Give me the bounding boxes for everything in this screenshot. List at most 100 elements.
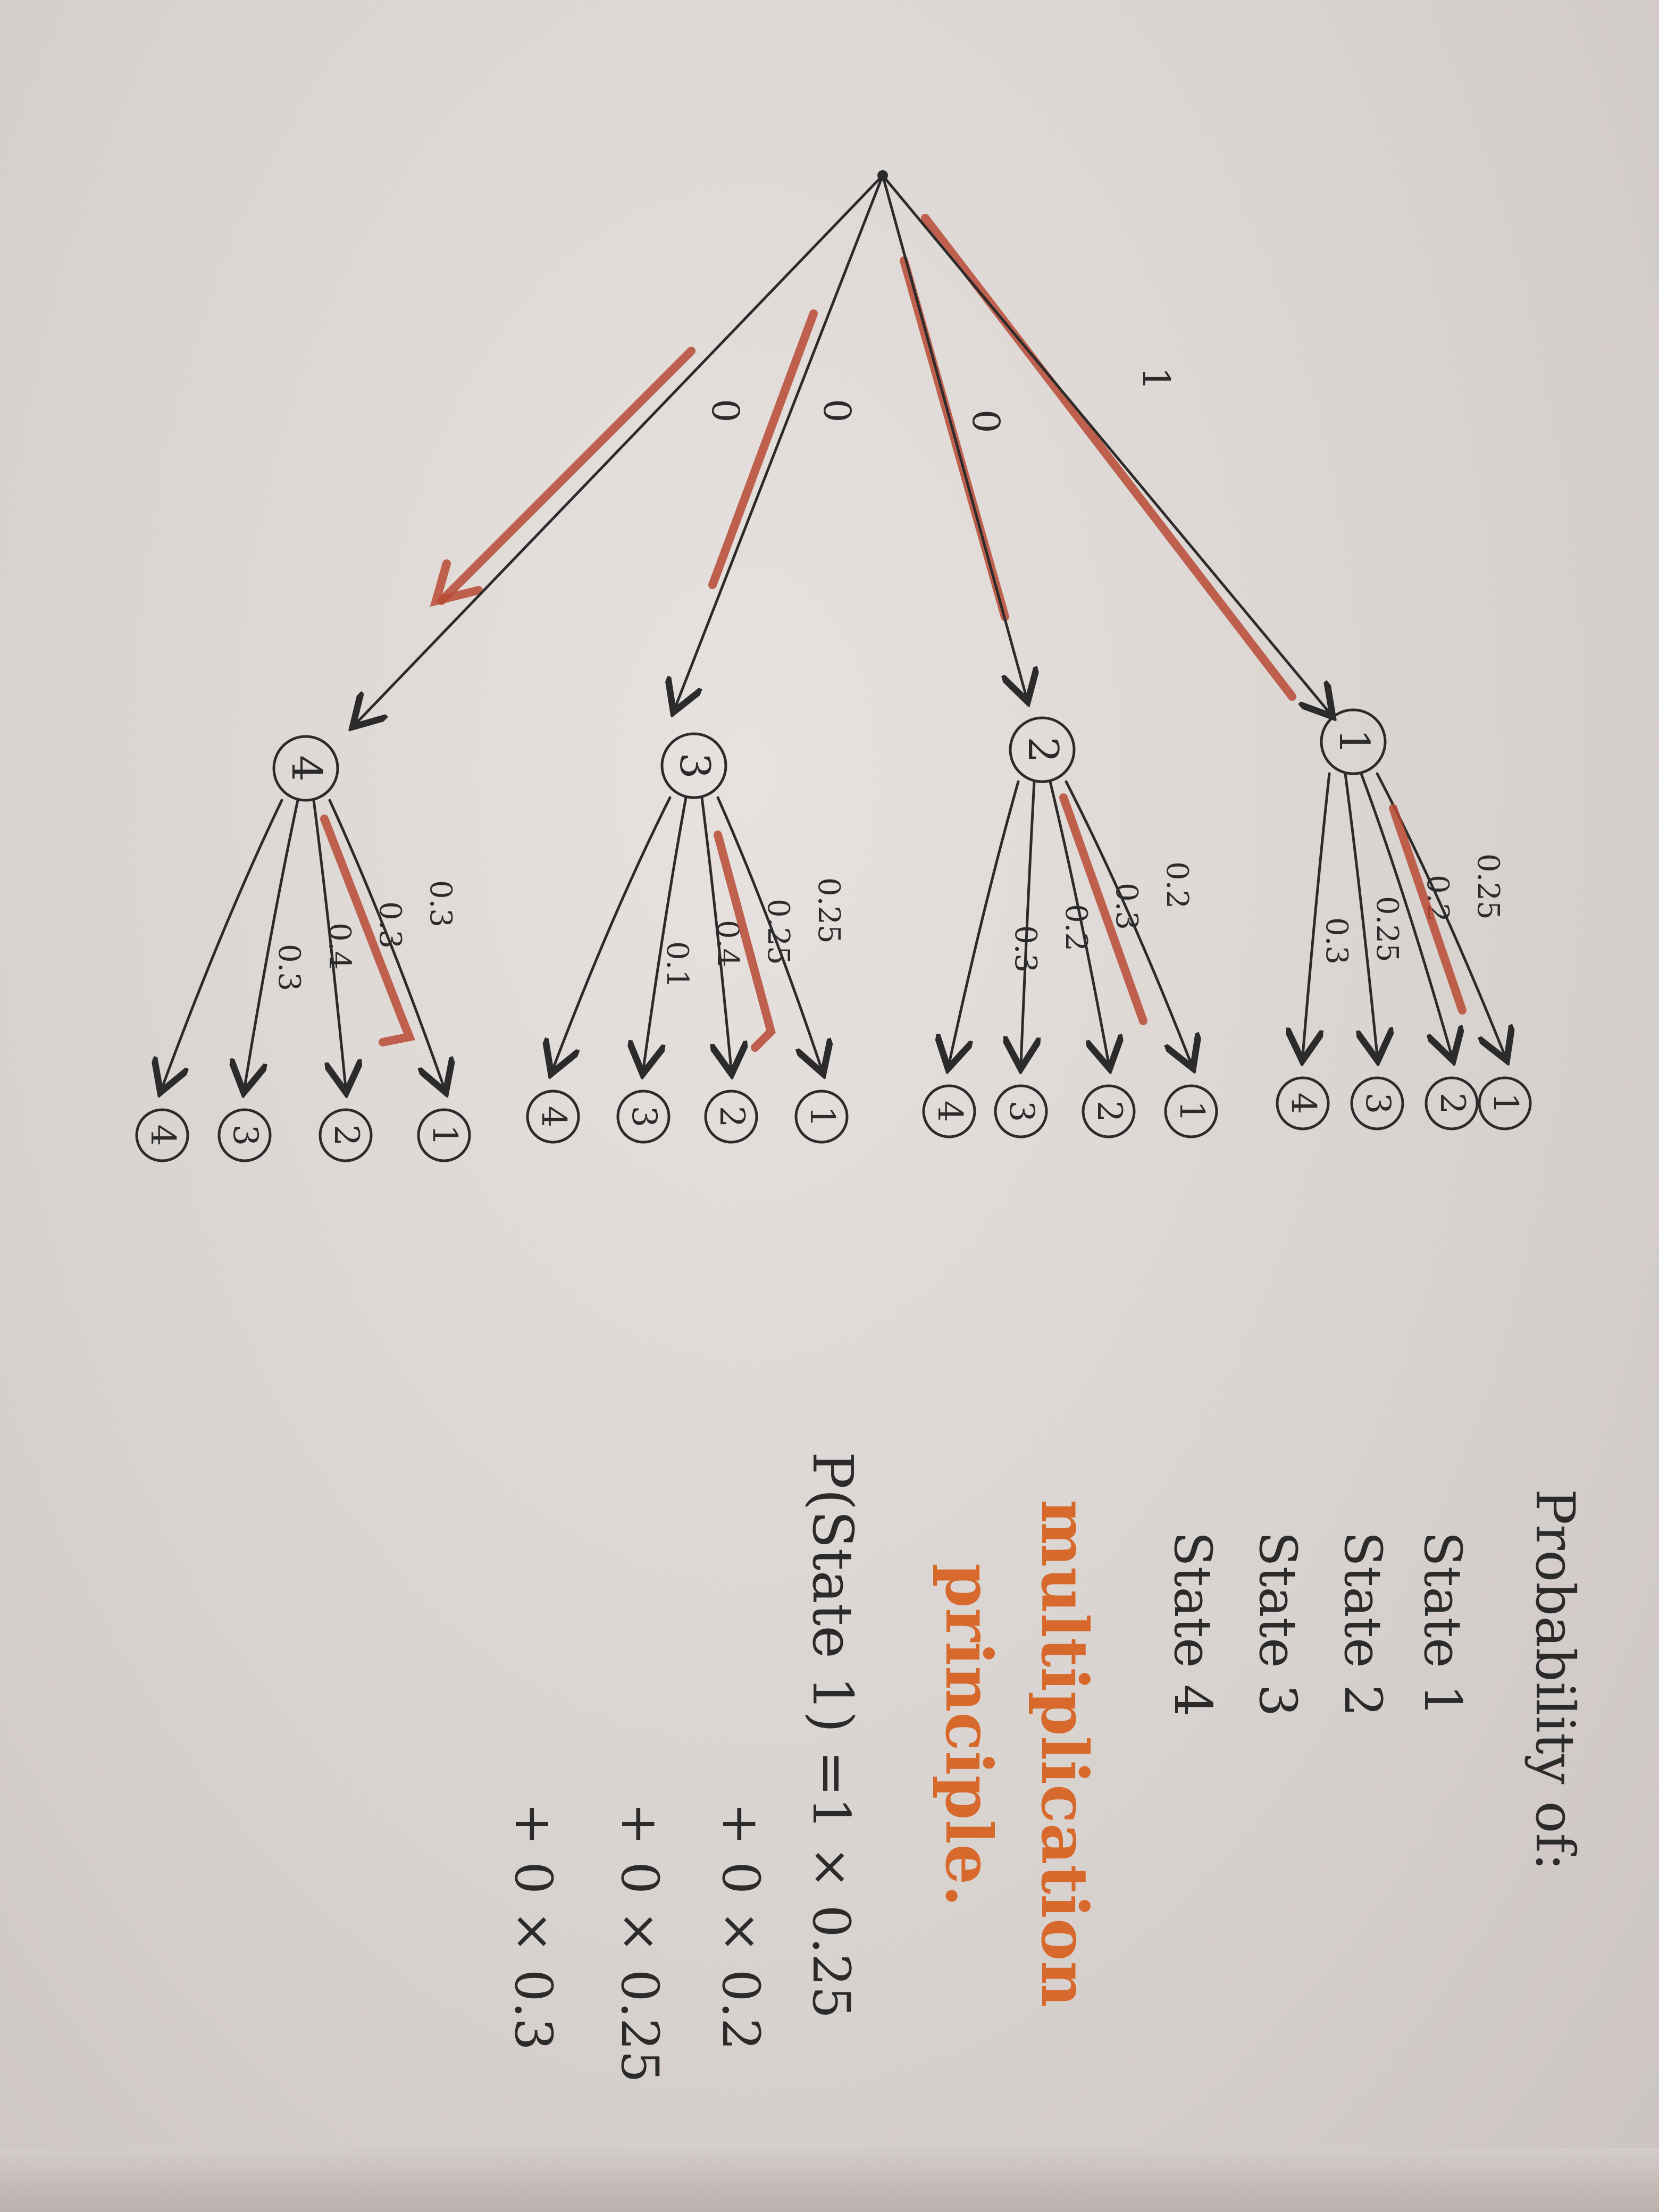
- paper-edge-shadow: [0, 2148, 1659, 2212]
- transition-prob-label: 0.4: [322, 923, 357, 970]
- root-edge-to-3: [675, 174, 884, 707]
- child-edge: [245, 799, 299, 1087]
- parent-node-1: [1320, 708, 1387, 775]
- notes-heading: Probability of:: [1524, 1489, 1586, 1871]
- transition-prob-label: 0.3: [1319, 917, 1354, 965]
- transition-prob-label: 0.25: [1471, 853, 1505, 920]
- state-4-label: State 4: [1163, 1531, 1222, 1717]
- child-edge: [1360, 772, 1452, 1055]
- state-1-label: State 1: [1413, 1531, 1472, 1717]
- child-node: [526, 1090, 580, 1144]
- child-node: [1478, 1076, 1532, 1130]
- parent-node-label-4: 4: [282, 755, 330, 782]
- child-node-label: 3: [1002, 1101, 1041, 1122]
- child-node: [417, 1108, 471, 1162]
- red-highlight-group3: [714, 831, 776, 1052]
- red-highlight-group1: [1389, 804, 1467, 1015]
- formula-lhs: P(State 1) =: [800, 1452, 865, 1797]
- child-node: [1350, 1076, 1404, 1130]
- child-node-label: 1: [802, 1106, 842, 1128]
- child-node-label: 2: [326, 1125, 366, 1146]
- child-edge: [1303, 772, 1331, 1055]
- child-node-label: 3: [1358, 1093, 1397, 1115]
- child-node-label: 3: [225, 1125, 265, 1146]
- child-node: [704, 1090, 758, 1144]
- child-node: [922, 1084, 976, 1138]
- group-state-4: 440.330.420.310.3: [135, 735, 471, 1162]
- root-edge-to-2: [881, 174, 1026, 697]
- red-highlight-to-1: [921, 214, 1296, 701]
- child-node-label: 1: [425, 1125, 464, 1146]
- child-edge: [312, 799, 346, 1087]
- formula-term-2: + 0 × 0.2: [711, 1803, 770, 2050]
- child-edge: [949, 780, 1020, 1063]
- transition-prob-label: 0.1: [660, 941, 694, 988]
- notes-block: Probability of: State 1 State 2 State 3 …: [504, 1452, 1586, 2083]
- state-3-label: State 3: [1248, 1531, 1308, 1717]
- parent-node-2: [1009, 716, 1076, 783]
- transition-prob-label: 0.25: [761, 899, 795, 965]
- red-highlight-to-3: [708, 309, 818, 589]
- parent-node-label-1: 1: [1330, 728, 1378, 755]
- child-node: [135, 1108, 189, 1162]
- parent-node-4: [272, 735, 339, 802]
- root-edge-to-4: [356, 174, 884, 723]
- child-node-label: 2: [712, 1106, 751, 1128]
- child-node-label: 4: [534, 1106, 573, 1128]
- child-edge: [1344, 772, 1377, 1055]
- parent-node-3: [660, 732, 727, 799]
- child-node: [1082, 1084, 1136, 1138]
- principle-line2: principle.: [931, 1563, 1006, 1907]
- transition-prob-label: 0.2: [1059, 904, 1093, 951]
- principle-line1: multiplication: [1027, 1499, 1102, 2007]
- child-node: [1276, 1076, 1330, 1130]
- formula-term-4: + 0 × 0.3: [504, 1803, 563, 2050]
- transition-prob-label: 0.2: [1160, 861, 1194, 909]
- child-edge: [700, 796, 731, 1069]
- root-edge-prob-1: 1: [1134, 367, 1178, 391]
- child-edge: [1021, 780, 1034, 1063]
- child-edge: [716, 796, 822, 1069]
- child-node-label: 3: [624, 1106, 664, 1128]
- red-child-highlights: [320, 793, 1467, 1052]
- child-node: [1425, 1076, 1479, 1130]
- child-node-label: 2: [1432, 1093, 1472, 1115]
- child-edge: [1065, 780, 1191, 1063]
- transition-prob-label: 0.25: [1370, 896, 1404, 962]
- red-highlight-group2: [1059, 793, 1147, 1025]
- child-edge: [643, 796, 688, 1069]
- child-node: [1164, 1084, 1218, 1138]
- root-edges: [430, 214, 1296, 701]
- formula-term-1: 1 × 0.25: [801, 1797, 861, 2018]
- child-node-label: 4: [143, 1125, 182, 1146]
- parent-node-label-2: 2: [1019, 736, 1067, 763]
- transition-prob-label: 0.3: [423, 880, 458, 927]
- red-highlight-group4: [320, 815, 415, 1046]
- child-node-label: 4: [1284, 1093, 1323, 1115]
- child-node: [794, 1090, 849, 1144]
- child-node: [217, 1108, 272, 1162]
- child-node-label: 1: [1486, 1093, 1525, 1115]
- formula-term-3: + 0 × 0.25: [610, 1803, 669, 2083]
- root-edge-to-1: [881, 174, 1329, 713]
- red-arrowhead: [430, 559, 483, 607]
- root-edge-prob-4: 0: [703, 399, 747, 423]
- child-node: [319, 1108, 373, 1162]
- child-node-label: 1: [1172, 1101, 1211, 1122]
- child-edge: [162, 799, 283, 1087]
- state-2-label: State 2: [1333, 1531, 1393, 1717]
- parent-node-label-3: 3: [671, 752, 718, 779]
- group-state-2: 240.330.220.310.2: [922, 716, 1218, 1138]
- child-node: [616, 1090, 671, 1144]
- child-edge: [553, 796, 672, 1069]
- child-node: [994, 1084, 1048, 1138]
- child-edge: [1049, 780, 1109, 1063]
- child-edge: [328, 799, 444, 1087]
- root-edge-prob-2: 0: [964, 409, 1008, 433]
- root-edge-prob-3: 0: [815, 399, 859, 423]
- child-node-label: 2: [1090, 1101, 1129, 1122]
